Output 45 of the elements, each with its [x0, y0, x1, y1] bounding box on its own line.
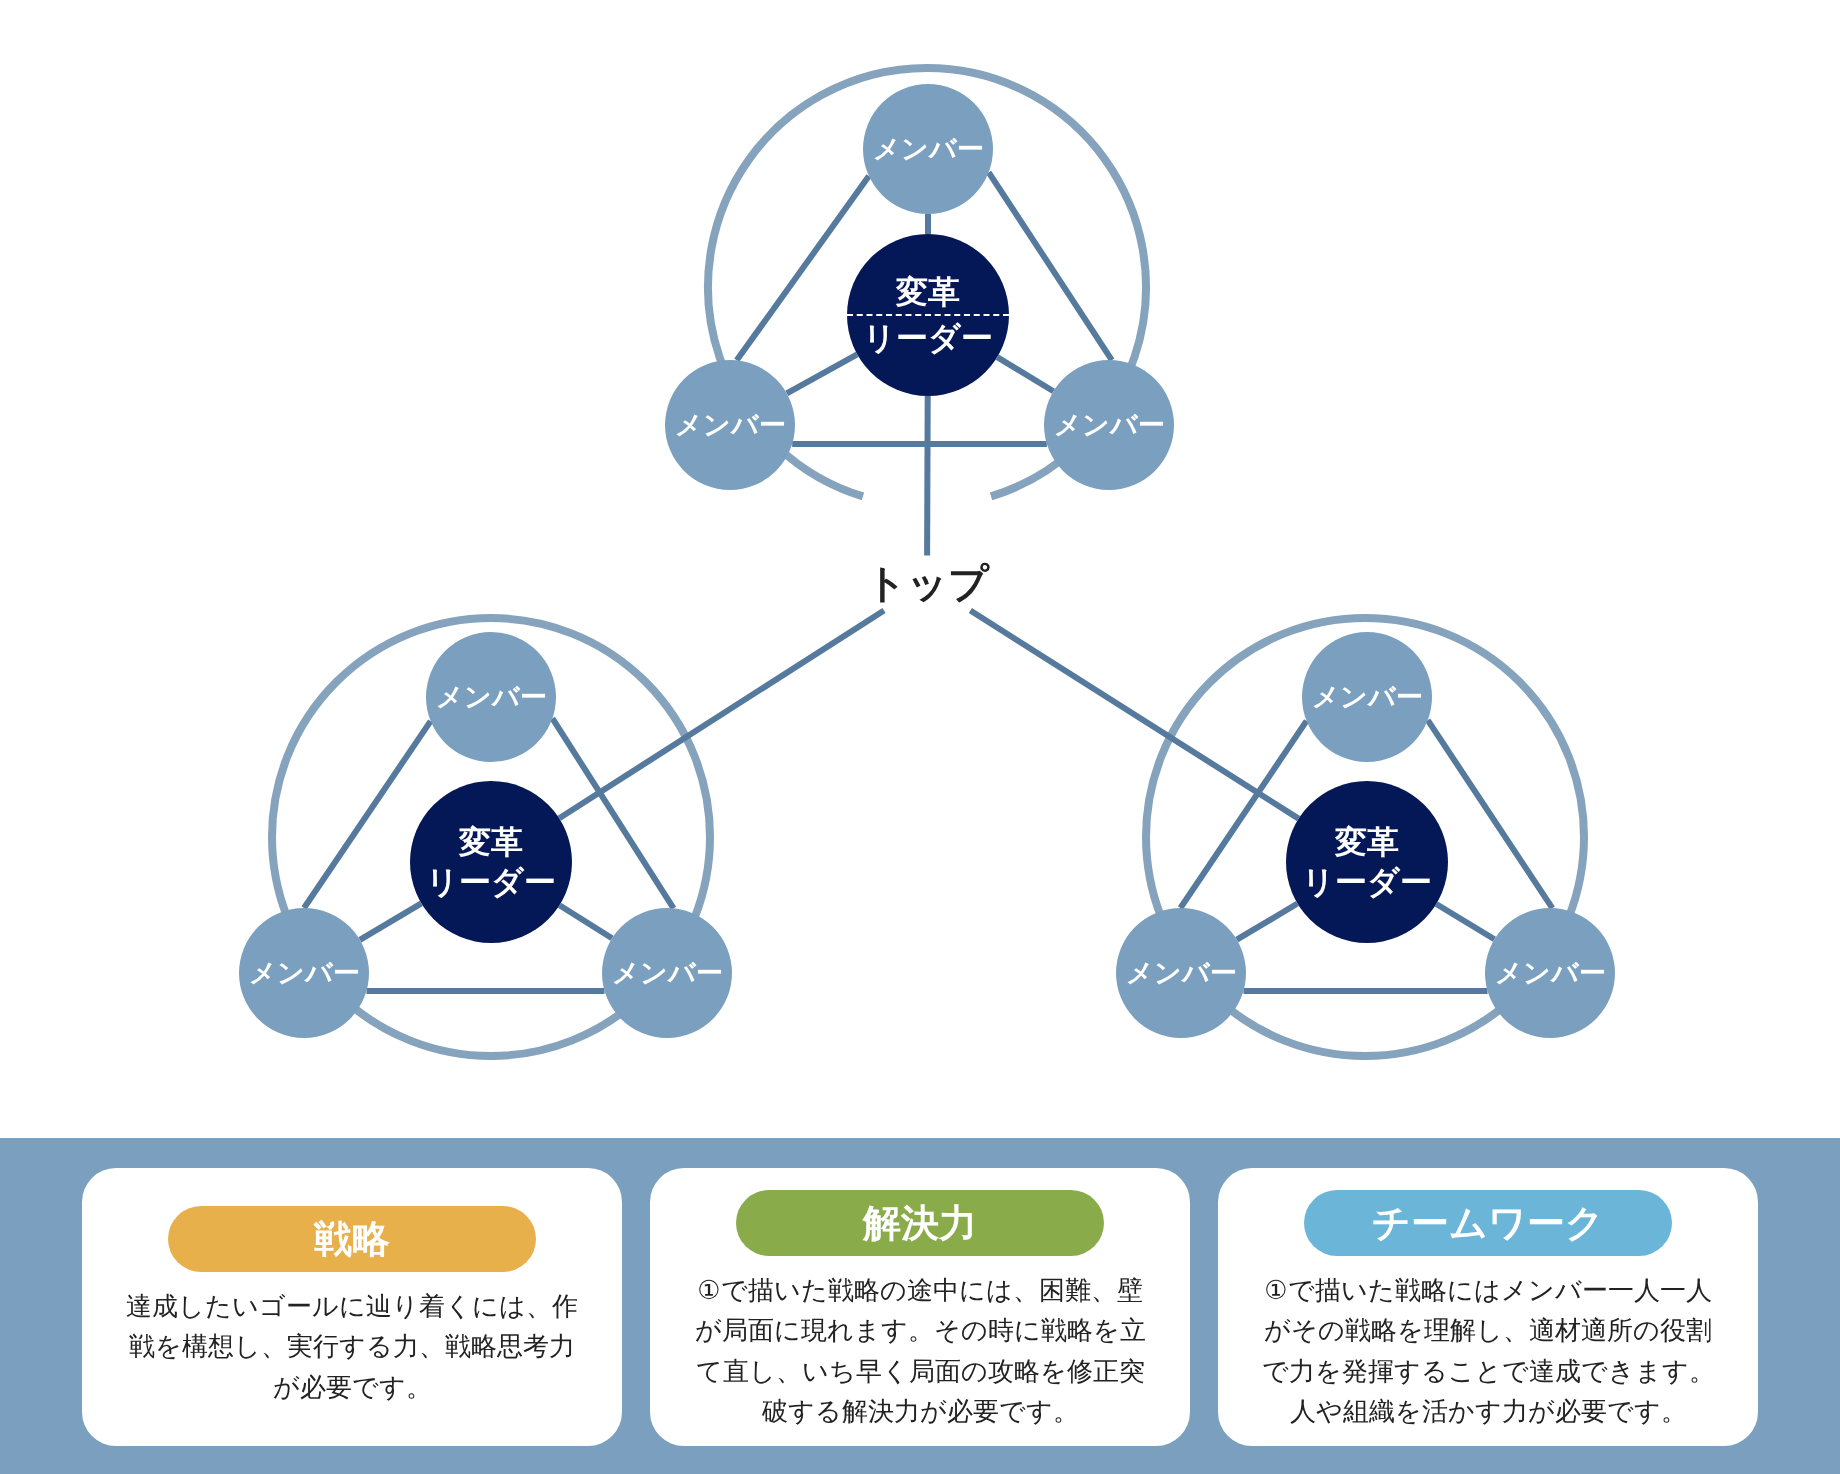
leader-label: 変革 — [896, 272, 960, 312]
connector-line — [557, 902, 614, 941]
connector-line — [785, 351, 859, 397]
category-label: チームワーク — [1304, 1190, 1672, 1256]
connector-line — [986, 170, 1115, 362]
connector-line — [925, 214, 931, 234]
connector-line — [1177, 719, 1310, 910]
card — [650, 1168, 1190, 1446]
connector-line — [924, 396, 931, 556]
card-text: 達成したいゴールに辿り着くには、作戦を構想し、実行する力、戦略思考力が必要です。 — [125, 1290, 579, 1404]
connector-line — [995, 354, 1055, 394]
leader-label: リーダー — [863, 318, 993, 358]
connector-line — [1235, 900, 1299, 943]
connector-line — [968, 607, 1301, 822]
connector-line — [549, 716, 677, 910]
member-circle: メンバー — [1485, 908, 1615, 1038]
card-text: ①で描いた戦略の途中には、困難、壁が局面に現れます。その時に戦略を立て直し、いち早く局面の攻略を修正突破する解決力が必要です。 — [693, 1274, 1147, 1428]
member-circle: メンバー — [863, 84, 993, 214]
connector-line — [792, 441, 1047, 447]
leader-label: リーダー — [1302, 862, 1432, 902]
connector-line — [1425, 718, 1555, 910]
card — [82, 1168, 622, 1446]
member-circle: メンバー — [1302, 632, 1432, 762]
connector-line — [358, 900, 423, 943]
connector-line — [1243, 988, 1488, 994]
leader-label: 変革 — [1335, 822, 1399, 862]
connector-line — [734, 174, 872, 363]
leader-label: 変革 — [459, 822, 523, 862]
member-circle: メンバー — [1116, 908, 1246, 1038]
member-circle: メンバー — [602, 908, 732, 1038]
panel-background — [0, 1138, 1840, 1474]
member-circle: メンバー — [239, 908, 369, 1038]
member-circle: メンバー — [1044, 360, 1174, 490]
leader-label: リーダー — [426, 862, 556, 902]
connector-line — [1434, 901, 1496, 942]
card-text: ①で描いた戦略にはメンバー一人一人がその戦略を理解し、適材適所の役割で力を発揮することで達成できます。人や組織を活かす力が必要です。 — [1260, 1274, 1716, 1428]
connector-line — [366, 988, 605, 994]
connector-line — [301, 719, 434, 910]
category-label: 戦略 — [168, 1206, 536, 1272]
top-label: トップ — [865, 555, 989, 611]
connector-line — [557, 607, 886, 821]
category-label: 解決力 — [736, 1190, 1104, 1256]
card — [1218, 1168, 1758, 1446]
member-circle: メンバー — [665, 360, 795, 490]
member-circle: メンバー — [426, 632, 556, 762]
